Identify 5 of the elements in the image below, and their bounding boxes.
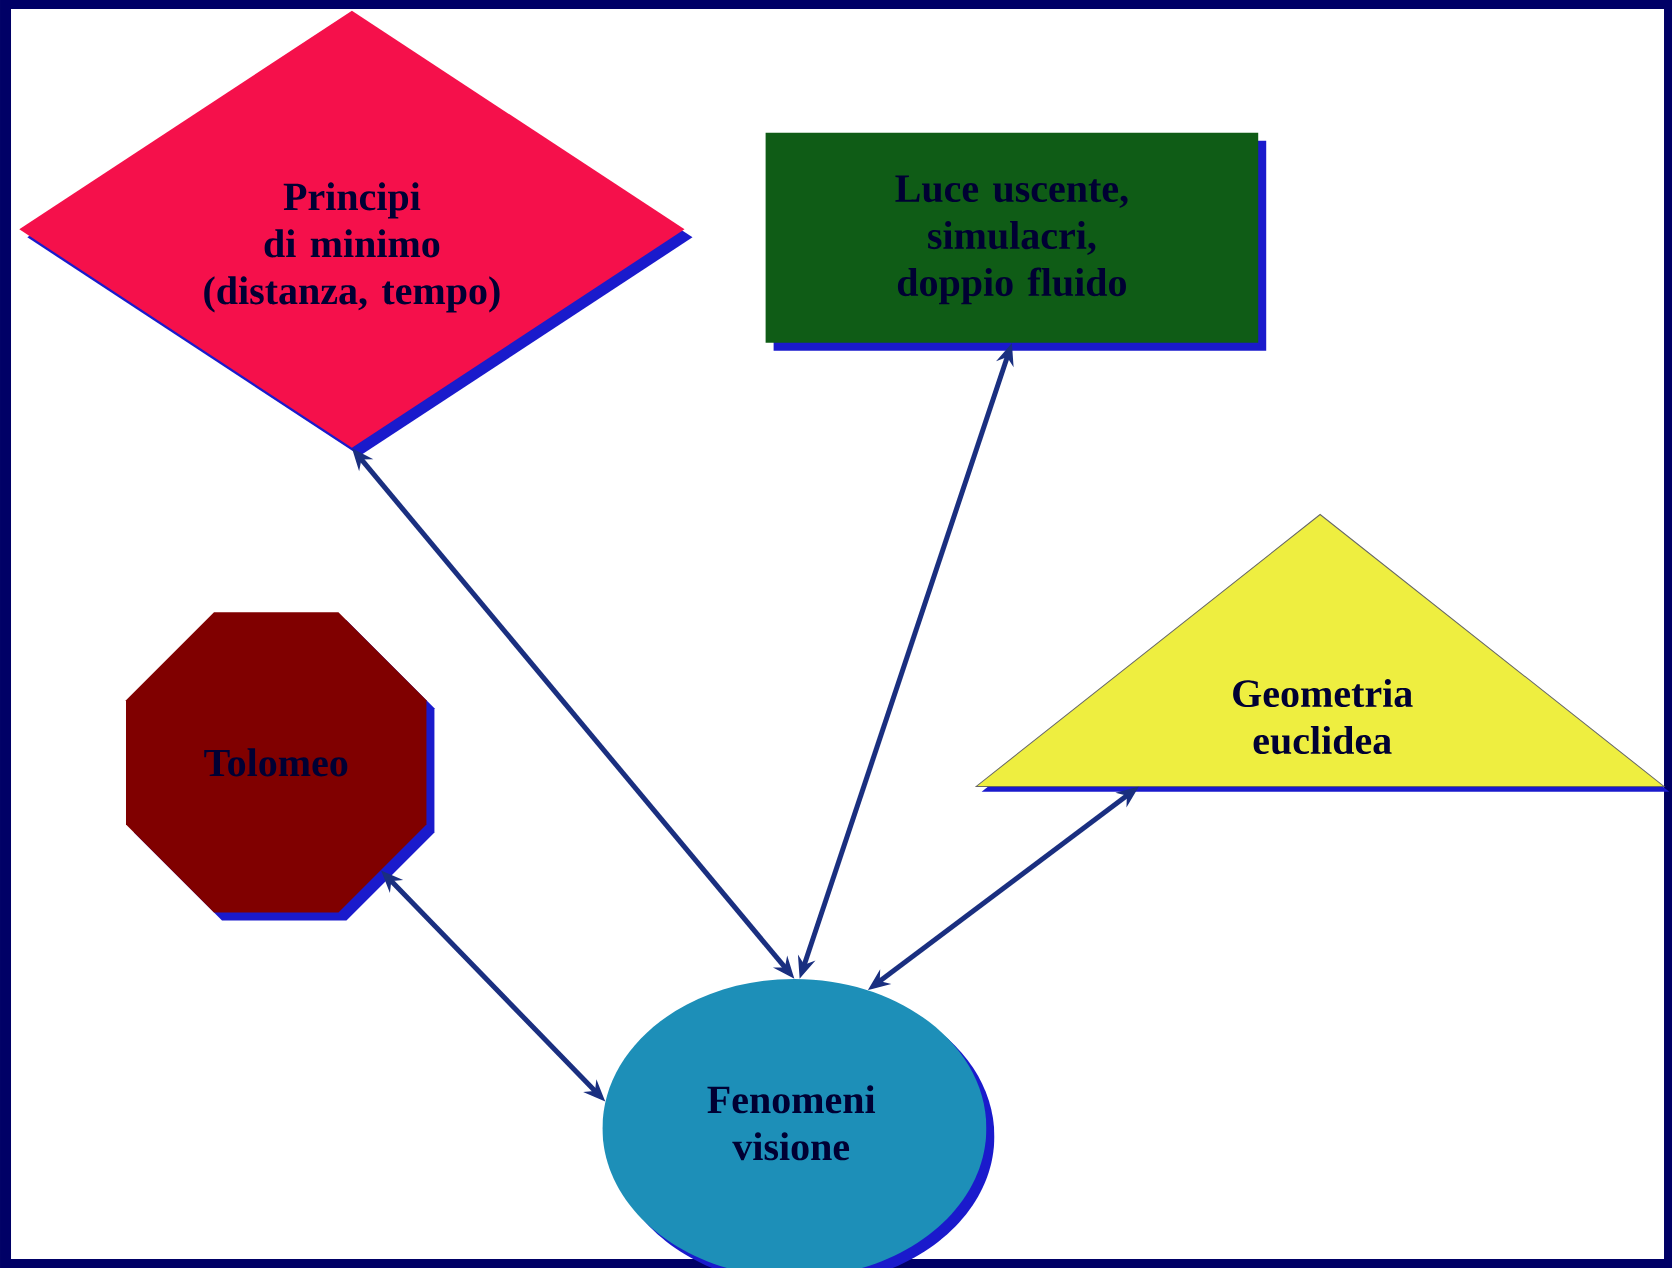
process-box: Luce uscente, simulacri, doppio fluido [765, 132, 1267, 351]
octagon-box: Tolomeo [126, 612, 435, 921]
diamond-box: Principi di minimo (distanza, tempo) [19, 10, 693, 456]
ellipse-box: Fenomeni visione [602, 978, 995, 1268]
triangle-box: Geometria euclidea [975, 514, 1670, 792]
